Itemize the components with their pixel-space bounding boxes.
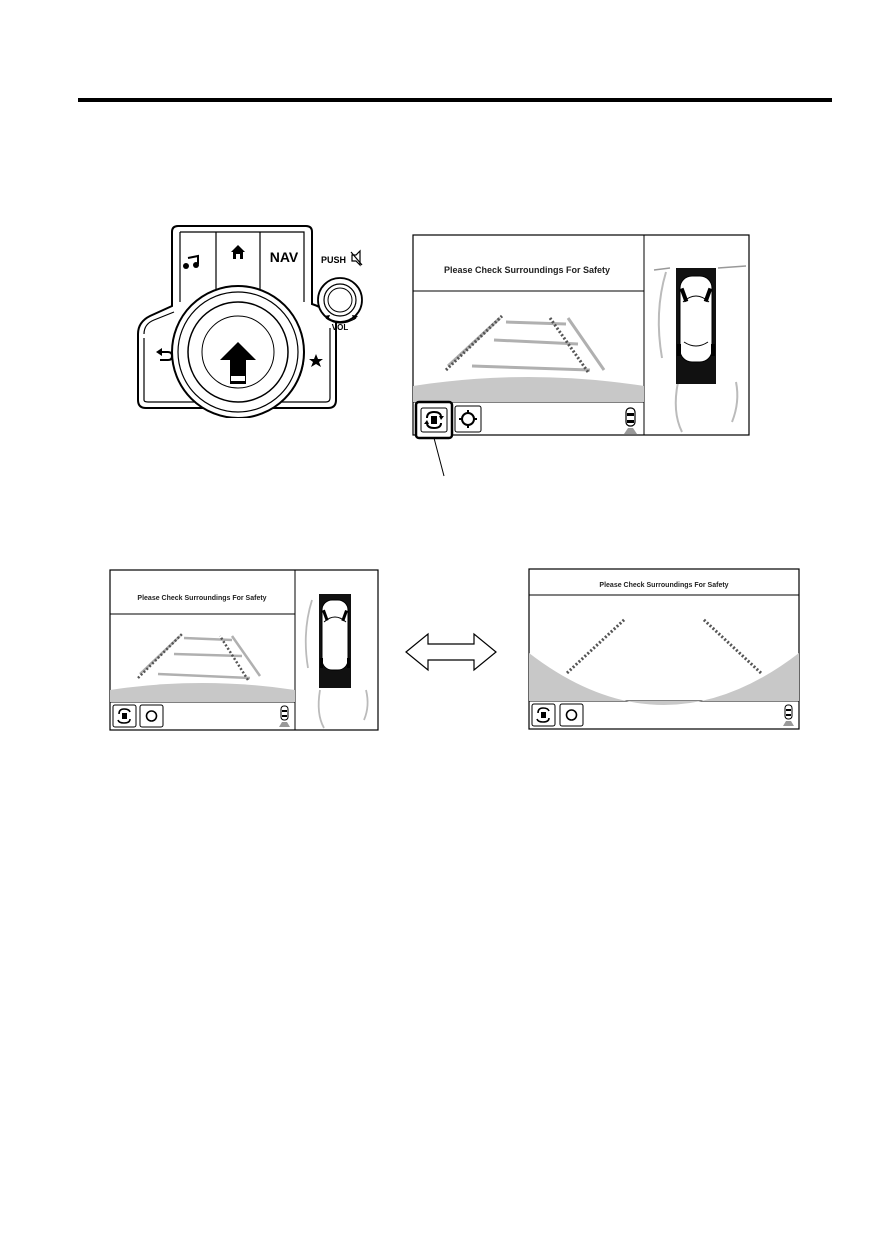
nav-button-label: NAV xyxy=(270,249,299,265)
vol-label: VOL xyxy=(332,323,349,332)
view-switch-icon xyxy=(424,410,444,430)
view-switch-button[interactable] xyxy=(531,703,556,727)
camera-screen-wide-view: Please Check Surroundings For Safety xyxy=(528,568,800,730)
gear-icon xyxy=(459,410,477,428)
music-note-icon xyxy=(183,254,199,269)
car-sensor-icon xyxy=(279,705,290,727)
arrow-up-icon xyxy=(220,342,256,384)
commander-controller: NAV PUSH VOL xyxy=(137,225,363,418)
settings-button[interactable] xyxy=(139,704,164,728)
back-icon xyxy=(156,348,174,361)
view-switch-button[interactable] xyxy=(112,704,137,728)
push-label: PUSH xyxy=(321,255,346,265)
car-top-view xyxy=(677,275,715,363)
settings-button[interactable] xyxy=(559,703,584,727)
camera-screen-main: Please Check Surroundings For Safety xyxy=(412,234,750,477)
settings-button[interactable] xyxy=(454,405,482,433)
mute-icon xyxy=(350,249,363,267)
view-switch-button[interactable] xyxy=(414,400,454,440)
home-icon xyxy=(231,245,245,259)
safety-message: Please Check Surroundings For Safety xyxy=(137,595,266,602)
star-icon xyxy=(309,354,323,367)
camera-screen-split-view: Please Check Surroundings For Safety xyxy=(109,569,379,731)
safety-message: Please Check Surroundings For Safety xyxy=(444,265,610,275)
safety-message: Please Check Surroundings For Safety xyxy=(599,582,728,589)
header-rule xyxy=(78,98,832,102)
car-sensor-icon xyxy=(783,704,794,726)
double-arrow-icon xyxy=(405,632,497,672)
car-sensor-icon xyxy=(624,407,637,434)
